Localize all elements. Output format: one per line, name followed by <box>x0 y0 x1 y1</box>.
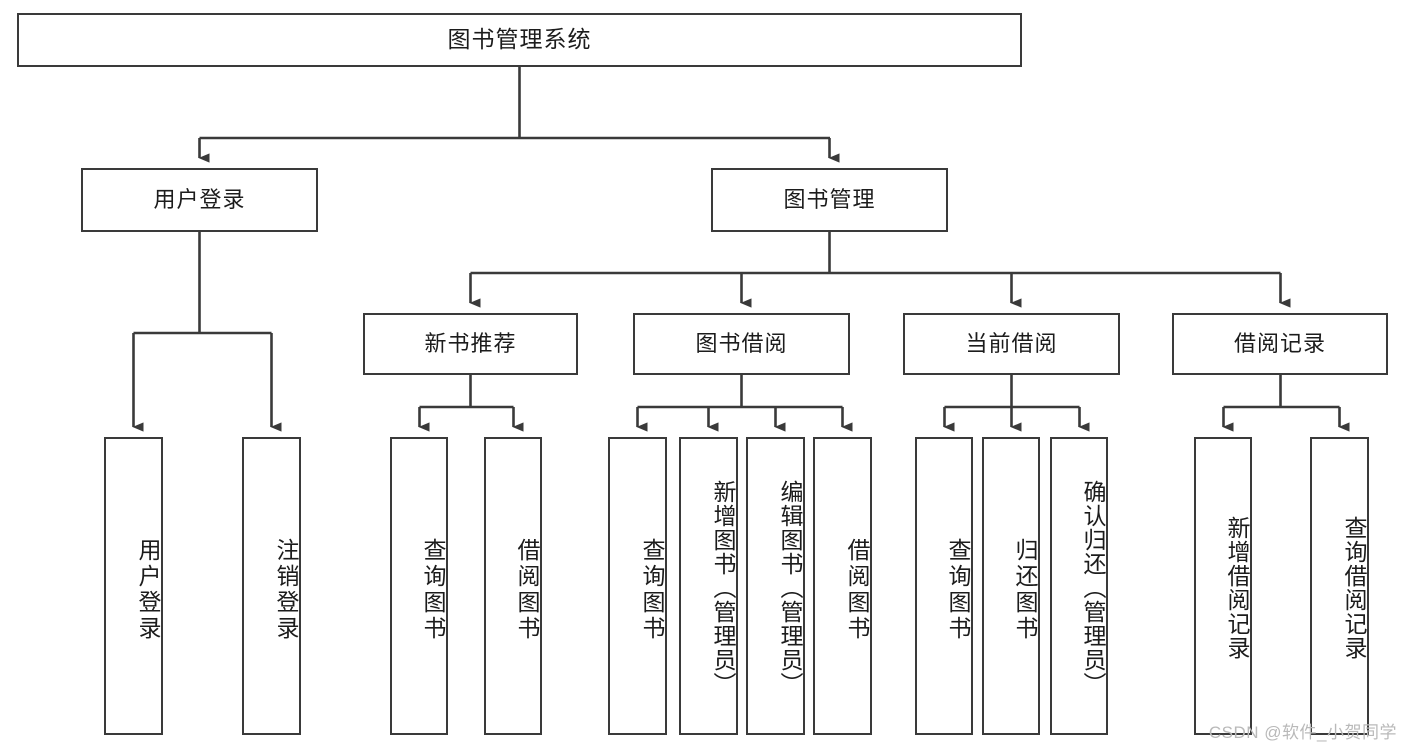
leaf-borrow-books-recommend[interactable]: 借阅图书 <box>484 437 542 735</box>
leaf-label: 用户登录 <box>135 538 161 642</box>
leaf-label: 编辑图书（管理员） <box>777 480 803 696</box>
node-current-borrow[interactable]: 当前借阅 <box>903 313 1120 375</box>
leaf-logout-login[interactable]: 注销登录 <box>242 437 301 735</box>
node-root-label: 图书管理系统 <box>447 26 592 53</box>
leaf-edit-book-admin[interactable]: 编辑图书（管理员） <box>746 437 805 735</box>
leaf-label: 注销登录 <box>273 538 299 642</box>
node-current-borrow-label: 当前借阅 <box>965 330 1058 356</box>
node-book-borrow[interactable]: 图书借阅 <box>633 313 850 375</box>
leaf-user-login[interactable]: 用户登录 <box>104 437 163 735</box>
node-new-book-recommend-label: 新书推荐 <box>424 330 517 356</box>
node-book-management-label: 图书管理 <box>783 186 876 212</box>
leaf-label: 借阅图书 <box>514 538 540 642</box>
node-borrow-records-label: 借阅记录 <box>1233 330 1326 356</box>
node-book-borrow-label: 图书借阅 <box>695 330 788 356</box>
leaf-label: 借阅图书 <box>844 538 870 642</box>
leaf-return-books[interactable]: 归还图书 <box>982 437 1040 735</box>
leaf-label: 查询借阅记录 <box>1341 516 1367 660</box>
leaf-label: 归还图书 <box>1012 538 1038 642</box>
leaf-confirm-return-admin[interactable]: 确认归还（管理员） <box>1050 437 1108 735</box>
node-user-login-label: 用户登录 <box>153 186 246 212</box>
node-new-book-recommend[interactable]: 新书推荐 <box>363 313 578 375</box>
leaf-query-borrow-record[interactable]: 查询借阅记录 <box>1310 437 1369 735</box>
leaf-label: 新增图书（管理员） <box>710 480 736 696</box>
leaf-label: 查询图书 <box>420 538 446 642</box>
leaf-add-borrow-record[interactable]: 新增借阅记录 <box>1194 437 1252 735</box>
node-user-login[interactable]: 用户登录 <box>81 168 318 232</box>
leaf-query-books-current[interactable]: 查询图书 <box>915 437 973 735</box>
leaf-query-books-borrow[interactable]: 查询图书 <box>608 437 667 735</box>
node-book-management[interactable]: 图书管理 <box>711 168 948 232</box>
leaf-borrow-books[interactable]: 借阅图书 <box>813 437 872 735</box>
leaf-label: 查询图书 <box>639 538 665 642</box>
watermark-text: CSDN @软件_小贺同学 <box>1208 723 1397 742</box>
leaf-label: 确认归还（管理员） <box>1080 480 1106 696</box>
leaf-label: 新增借阅记录 <box>1224 516 1250 660</box>
node-root[interactable]: 图书管理系统 <box>17 13 1022 67</box>
node-borrow-records[interactable]: 借阅记录 <box>1172 313 1388 375</box>
leaf-add-book-admin[interactable]: 新增图书（管理员） <box>679 437 738 735</box>
leaf-label: 查询图书 <box>945 538 971 642</box>
leaf-query-books-recommend[interactable]: 查询图书 <box>390 437 448 735</box>
